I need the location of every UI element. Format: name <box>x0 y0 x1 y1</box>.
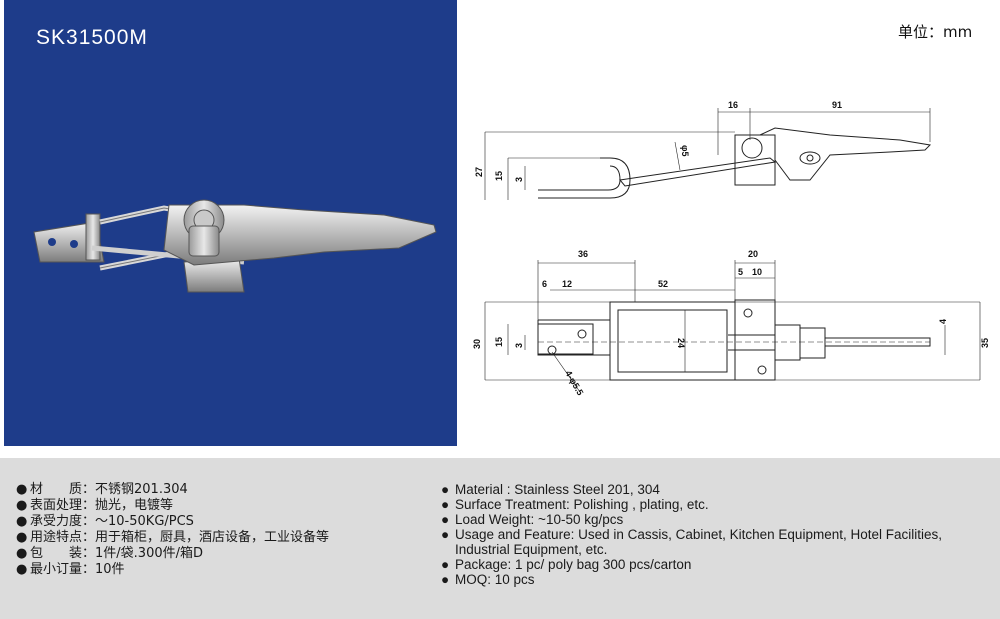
spec-en-item: ● Package: 1 pc/ poly bag 300 pcs/carton <box>441 557 991 572</box>
dim-15b: 15 <box>494 337 504 347</box>
spec-cn-item: ●表面处理：抛光，电镀等 <box>16 498 329 514</box>
spec-cn-label: 包 装： <box>30 546 96 561</box>
spec-en-text: Material : Stainless Steel 201, 304 <box>455 482 660 497</box>
spec-en-item: ● Usage and Feature: Used in Cassis, Cabi… <box>441 527 991 557</box>
spec-cn-value: 抛光，电镀等 <box>95 498 174 513</box>
spec-cn-label: 材 质： <box>30 482 96 497</box>
bullet-icon: ● <box>16 498 28 513</box>
spec-en-text: Package: 1 pc/ poly bag 300 pcs/carton <box>455 557 692 572</box>
dim-10: 10 <box>752 267 762 277</box>
dim-24: 24 <box>676 338 686 348</box>
dim-91: 91 <box>832 100 842 110</box>
spec-en-text: Surface Treatment: Polishing , plating, … <box>455 497 709 512</box>
specs-english: ● Material : Stainless Steel 201, 304 ● Su… <box>441 482 991 587</box>
dim-6: 6 <box>542 279 547 289</box>
model-title: SK31500M <box>36 26 148 49</box>
unit-label: 单位：mm <box>898 23 973 41</box>
dim-3: 3 <box>514 177 524 182</box>
bullet-icon: ● <box>16 482 28 497</box>
spec-cn-value: 1件/袋.300件/箱D <box>95 546 204 561</box>
side-view: 16 91 27 15 3 φ5 <box>474 100 932 200</box>
specifications-panel: ●材 质：不锈钢201.304 ●表面处理：抛光，电镀等 ●承受力度：～10-5… <box>0 458 1000 619</box>
spec-en-text: Usage and Feature: Used in Cassis, Cabin… <box>455 527 942 557</box>
spec-en-text: Load Weight: ~10-50 kg/pcs <box>455 512 624 527</box>
bullet-icon: ● <box>16 546 28 561</box>
spec-en-item: ● Material : Stainless Steel 201, 304 <box>441 482 991 497</box>
bullet-icon: ● <box>441 572 450 587</box>
bullet-icon: ● <box>16 530 28 545</box>
spec-en-item: ● Load Weight: ~10-50 kg/pcs <box>441 512 991 527</box>
dim-5: 5 <box>738 267 743 277</box>
dim-12: 12 <box>562 279 572 289</box>
bullet-icon: ● <box>441 512 450 527</box>
toggle-latch-photo <box>33 199 437 293</box>
bullet-icon: ● <box>441 482 450 497</box>
spec-cn-label: 表面处理： <box>30 498 96 513</box>
dim-35: 35 <box>980 338 990 348</box>
dim-hole-spec: 4-φ5.5 <box>563 369 585 397</box>
spec-en-text: MOQ: 10 pcs <box>455 572 535 587</box>
dim-phi5: φ5 <box>680 145 690 156</box>
dim-20: 20 <box>748 249 758 259</box>
spec-cn-item: ●包 装：1件/袋.300件/箱D <box>16 546 329 562</box>
dim-4: 4 <box>938 319 948 324</box>
spec-en-item: ● MOQ: 10 pcs <box>441 572 991 587</box>
dim-27: 27 <box>474 167 484 177</box>
bullet-icon: ● <box>16 514 28 529</box>
product-photo-panel: SK31500M <box>4 0 457 446</box>
dim-30: 30 <box>472 339 482 349</box>
spec-cn-label: 承受力度： <box>30 514 96 529</box>
technical-drawing: 16 91 27 15 3 φ5 <box>472 100 990 397</box>
spec-cn-item: ●用途特点：用于箱柜，厨具，酒店设备，工业设备等 <box>16 530 329 546</box>
bullet-icon: ● <box>441 497 450 512</box>
spec-cn-value: 不锈钢201.304 <box>95 482 188 497</box>
bullet-icon: ● <box>16 562 28 577</box>
specs-chinese: ●材 质：不锈钢201.304 ●表面处理：抛光，电镀等 ●承受力度：～10-5… <box>16 482 329 578</box>
spec-cn-label: 用途特点： <box>30 530 96 545</box>
bullet-icon: ● <box>441 527 450 542</box>
spec-cn-item: ●材 质：不锈钢201.304 <box>16 482 329 498</box>
bullet-icon: ● <box>441 557 450 572</box>
dim-52: 52 <box>658 279 668 289</box>
spec-cn-value: 10件 <box>95 562 125 577</box>
spec-cn-value: 用于箱柜，厨具，酒店设备，工业设备等 <box>95 530 330 545</box>
spec-cn-value: ～10-50KG/PCS <box>95 514 194 529</box>
dim-16: 16 <box>728 100 738 110</box>
dim-3b: 3 <box>514 343 524 348</box>
spec-en-item: ● Surface Treatment: Polishing , plating,… <box>441 497 991 512</box>
top-view: 36 20 52 6 12 5 10 30 15 3 24 4 35 4-φ5.… <box>472 249 990 397</box>
spec-cn-item: ●承受力度：～10-50KG/PCS <box>16 514 329 530</box>
dim-15: 15 <box>494 171 504 181</box>
spec-cn-label: 最小订量： <box>30 562 96 577</box>
spec-cn-item: ●最小订量：10件 <box>16 562 329 578</box>
dim-36: 36 <box>578 249 588 259</box>
